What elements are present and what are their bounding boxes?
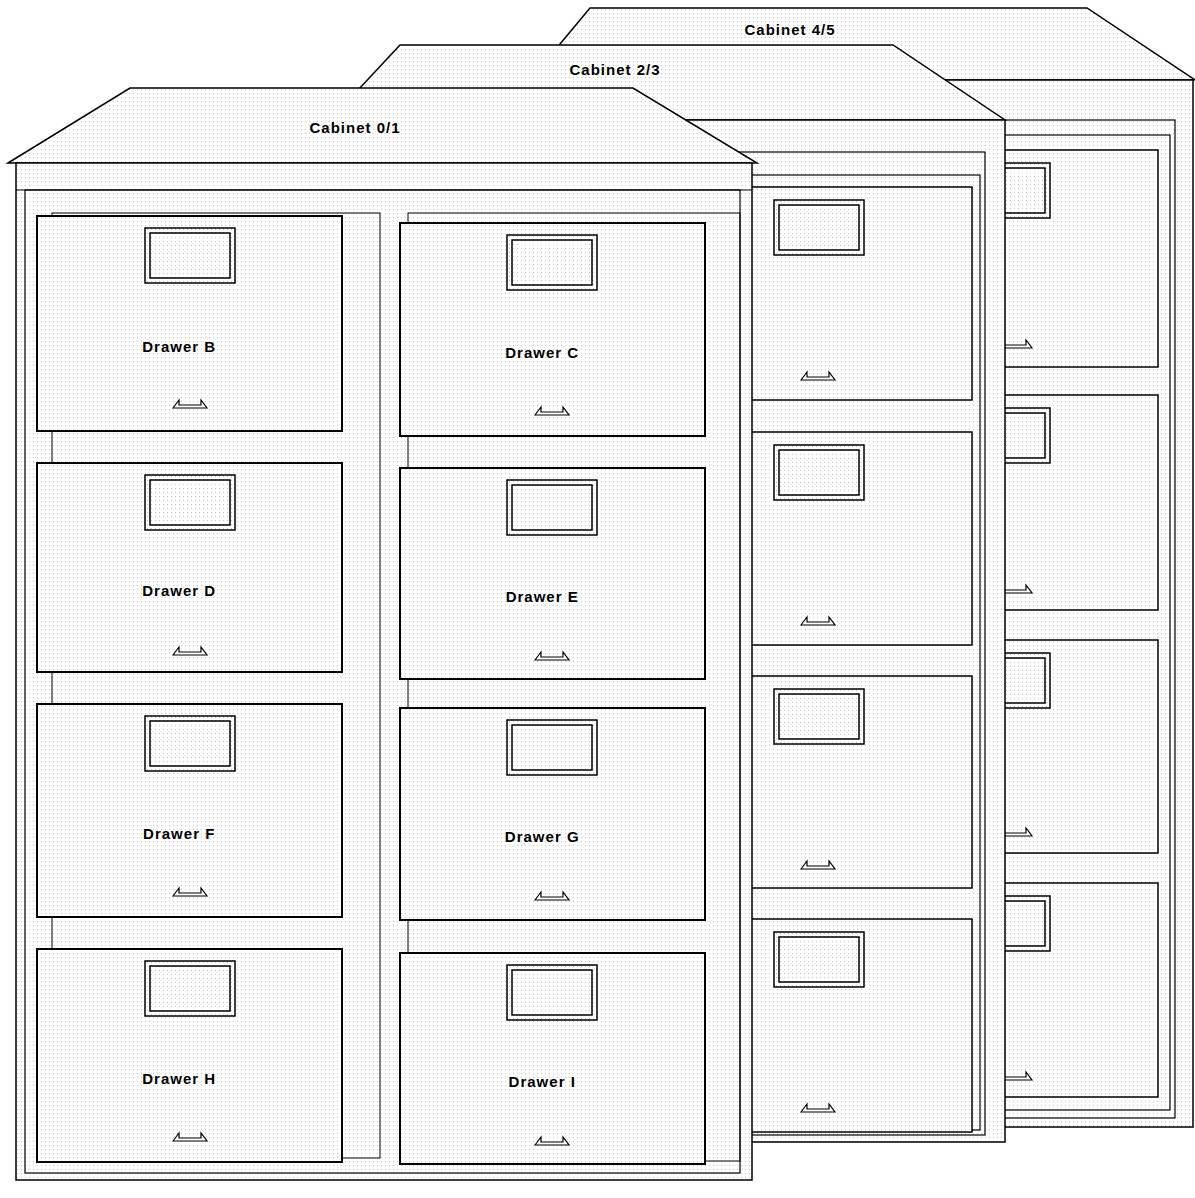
drawer-box: Drawer I bbox=[399, 952, 706, 1165]
cabinet-label-area: Cabinet 4/5 bbox=[470, 8, 1195, 1127]
cabinet-label: Cabinet 2/3 bbox=[567, 61, 662, 79]
drawer-label: Drawer E bbox=[504, 588, 581, 606]
cabinet-label: Cabinet 4/5 bbox=[742, 21, 837, 39]
drawer-box: Drawer H bbox=[36, 948, 343, 1163]
drawer-box: Drawer B bbox=[36, 215, 343, 432]
drawer-label: Drawer C bbox=[503, 344, 581, 362]
drawer-label: Drawer I bbox=[507, 1073, 578, 1091]
front-cabinet bbox=[8, 88, 757, 1180]
drawer-box: Drawer D bbox=[36, 462, 343, 673]
drawer-box: Drawer C bbox=[399, 222, 706, 437]
drawer-label: Drawer B bbox=[140, 338, 218, 356]
drawer-box: Drawer G bbox=[399, 707, 706, 921]
drawer-label: Drawer D bbox=[140, 582, 218, 600]
drawer-box: Drawer E bbox=[399, 467, 706, 680]
drawer-label: Drawer G bbox=[503, 828, 582, 846]
drawer-box: Drawer F bbox=[36, 703, 343, 918]
cabinet-label: Cabinet 0/1 bbox=[307, 119, 402, 137]
drawer-label: Drawer F bbox=[141, 825, 217, 843]
cabinet-label-area: Cabinet 2/3 bbox=[260, 45, 1005, 1142]
drawer-label: Drawer H bbox=[140, 1070, 218, 1088]
cabinet-label-area: Cabinet 0/1Drawer B Drawer C Drawer D Drawe… bbox=[8, 88, 757, 1180]
